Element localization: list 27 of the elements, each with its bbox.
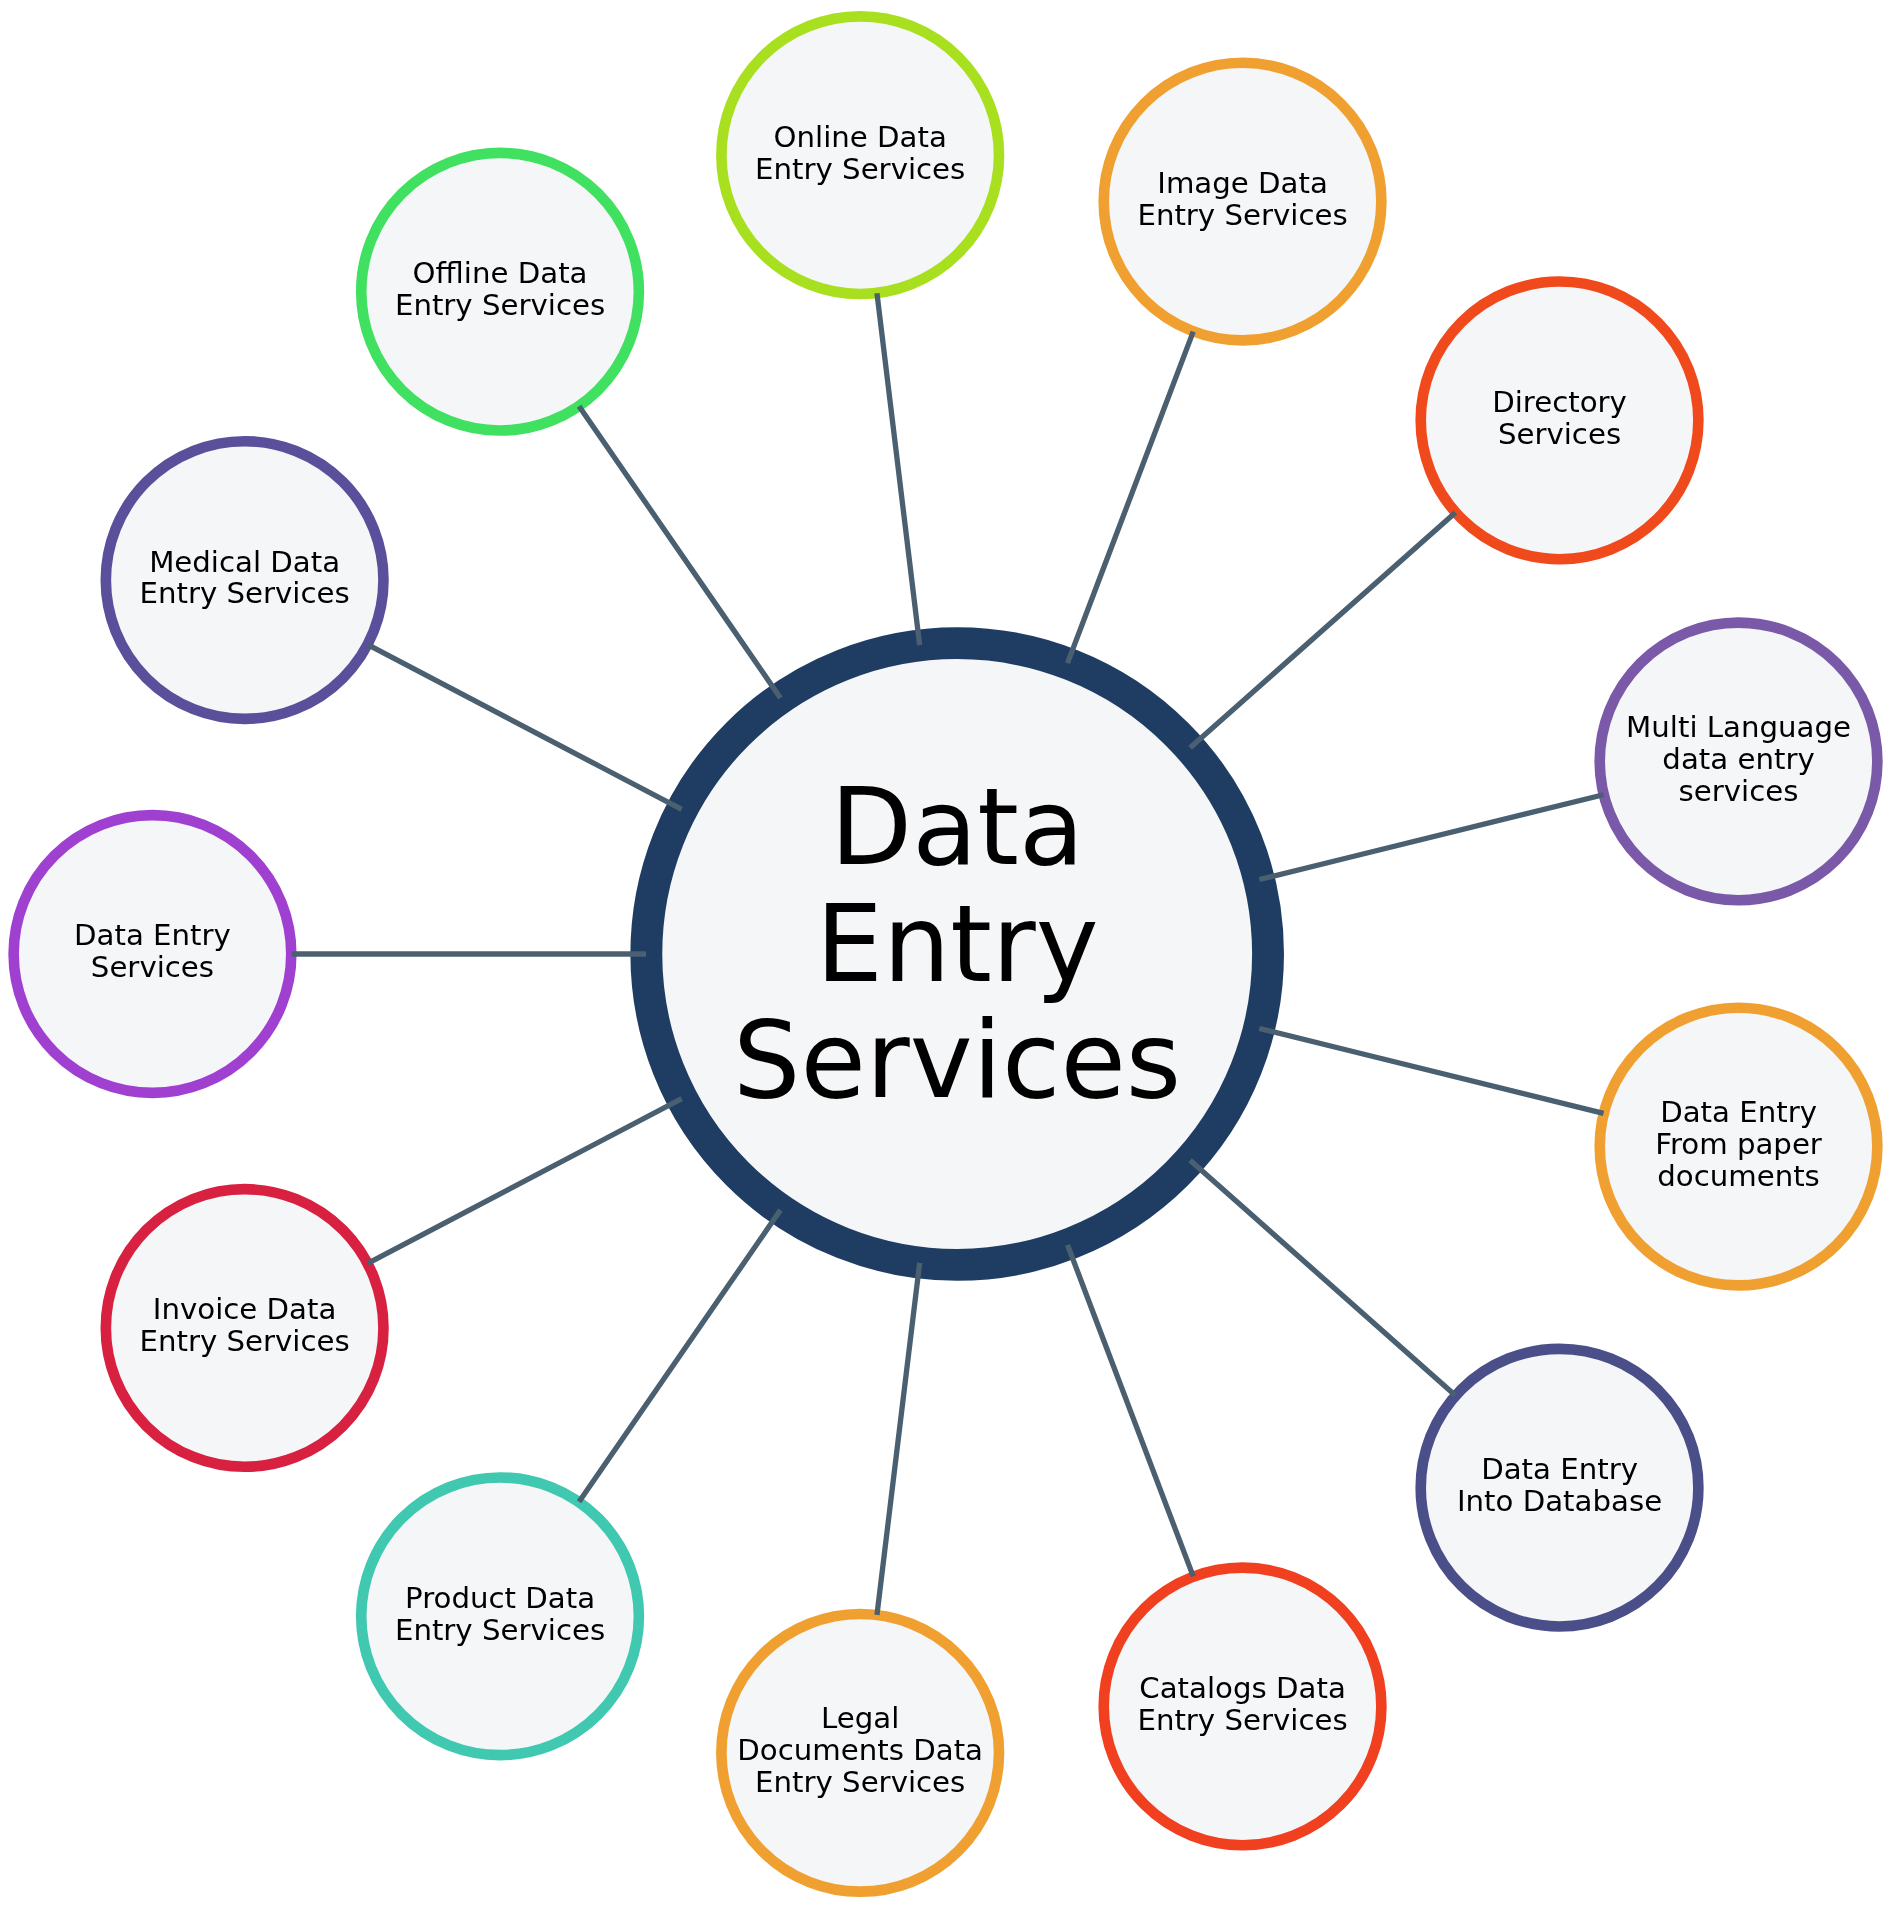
- connector: [1065, 1243, 1196, 1577]
- connector: [1188, 1157, 1458, 1397]
- node-circle: Data Entry Services: [8, 809, 297, 1098]
- node-circle: Data Entry Into Database: [1415, 1343, 1704, 1632]
- node-circle: Medical Data Entry Services: [100, 435, 389, 724]
- connector: [576, 404, 783, 699]
- connector: [1188, 510, 1458, 750]
- connector: [874, 292, 923, 645]
- node-circle: Data Entry From paper documents: [1594, 1001, 1883, 1291]
- connector: [874, 1262, 923, 1615]
- node-circle: Multi Language data entry services: [1594, 616, 1883, 906]
- node-circle: Offline Data Entry Services: [355, 147, 645, 436]
- node-circle: Product Data Entry Services: [355, 1471, 645, 1760]
- connector: [291, 950, 647, 957]
- node-circle: Data Entry Services: [630, 626, 1284, 1281]
- node-circle: Image Data Entry Services: [1098, 56, 1387, 346]
- node-circle: Invoice Data Entry Services: [100, 1183, 389, 1472]
- node-circle: Legal Documents Data Entry Services: [716, 1608, 1005, 1897]
- connector: [1258, 1025, 1605, 1116]
- node-circle: Online Data Entry Services: [716, 10, 1005, 299]
- connector: [1065, 330, 1196, 664]
- connector: [1258, 791, 1605, 882]
- connector: [366, 641, 683, 812]
- node-circle: Directory Services: [1415, 275, 1704, 564]
- connector: [576, 1208, 783, 1503]
- connector: [366, 1095, 683, 1266]
- node-circle: Catalogs Data Entry Services: [1098, 1561, 1387, 1851]
